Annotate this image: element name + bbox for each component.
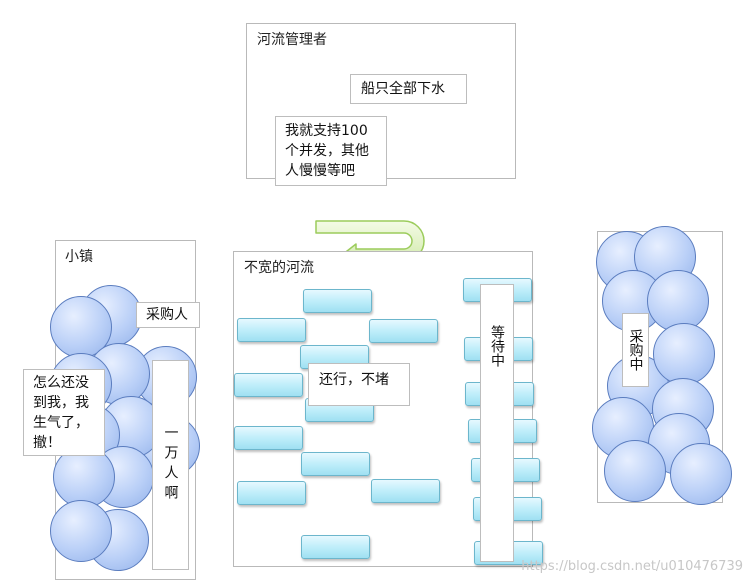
note-buyer: 采购人 bbox=[136, 302, 200, 328]
boat bbox=[369, 319, 438, 343]
boat bbox=[237, 318, 306, 342]
boat bbox=[234, 373, 303, 397]
note-angry-line-4: 撤！ bbox=[33, 435, 61, 451]
note-passable-text: 还行，不堵 bbox=[319, 372, 389, 388]
person-circle bbox=[653, 323, 715, 385]
note-ten-thousand-text: 一万人啊 bbox=[162, 425, 179, 505]
note-waiting: 等待中 bbox=[480, 284, 514, 562]
note-angry-line-2: 到我，我 bbox=[33, 395, 89, 411]
note-support-line-3: 人慢慢等吧 bbox=[285, 163, 355, 179]
manager-title: 河流管理者 bbox=[257, 32, 327, 48]
river-title: 不宽的河流 bbox=[244, 260, 314, 276]
note-passable: 还行，不堵 bbox=[308, 363, 410, 406]
note-support-100: 我就支持100 个并发，其他 人慢慢等吧 bbox=[275, 116, 387, 186]
note-angry-line-1: 怎么还没 bbox=[33, 375, 89, 391]
watermark: https://blog.csdn.net/u010476739 bbox=[521, 559, 743, 574]
town-title: 小镇 bbox=[65, 249, 93, 265]
boat bbox=[301, 452, 370, 476]
person-circle bbox=[53, 446, 115, 508]
person-circle bbox=[604, 440, 666, 502]
boat bbox=[301, 535, 370, 559]
note-buyer-text: 采购人 bbox=[146, 307, 188, 323]
note-support-line-1: 我就支持100 bbox=[285, 123, 368, 139]
person-circle bbox=[647, 270, 709, 332]
note-all-boats: 船只全部下水 bbox=[350, 74, 467, 104]
boat bbox=[371, 479, 440, 503]
note-waiting-text: 等待中 bbox=[489, 325, 505, 367]
note-buying-text: 采购中 bbox=[627, 329, 644, 371]
note-ten-thousand: 一万人啊 bbox=[152, 360, 189, 570]
person-circle bbox=[50, 500, 112, 562]
note-all-boats-text: 船只全部下水 bbox=[361, 81, 445, 97]
note-buying: 采购中 bbox=[622, 313, 649, 387]
boat bbox=[234, 426, 303, 450]
boat bbox=[303, 289, 372, 313]
boat bbox=[237, 481, 306, 505]
note-angry-line-3: 生气了， bbox=[33, 415, 89, 431]
note-support-line-2: 个并发，其他 bbox=[285, 143, 369, 159]
person-circle bbox=[670, 443, 732, 505]
note-angry: 怎么还没 到我，我 生气了， 撤！ bbox=[23, 369, 105, 456]
